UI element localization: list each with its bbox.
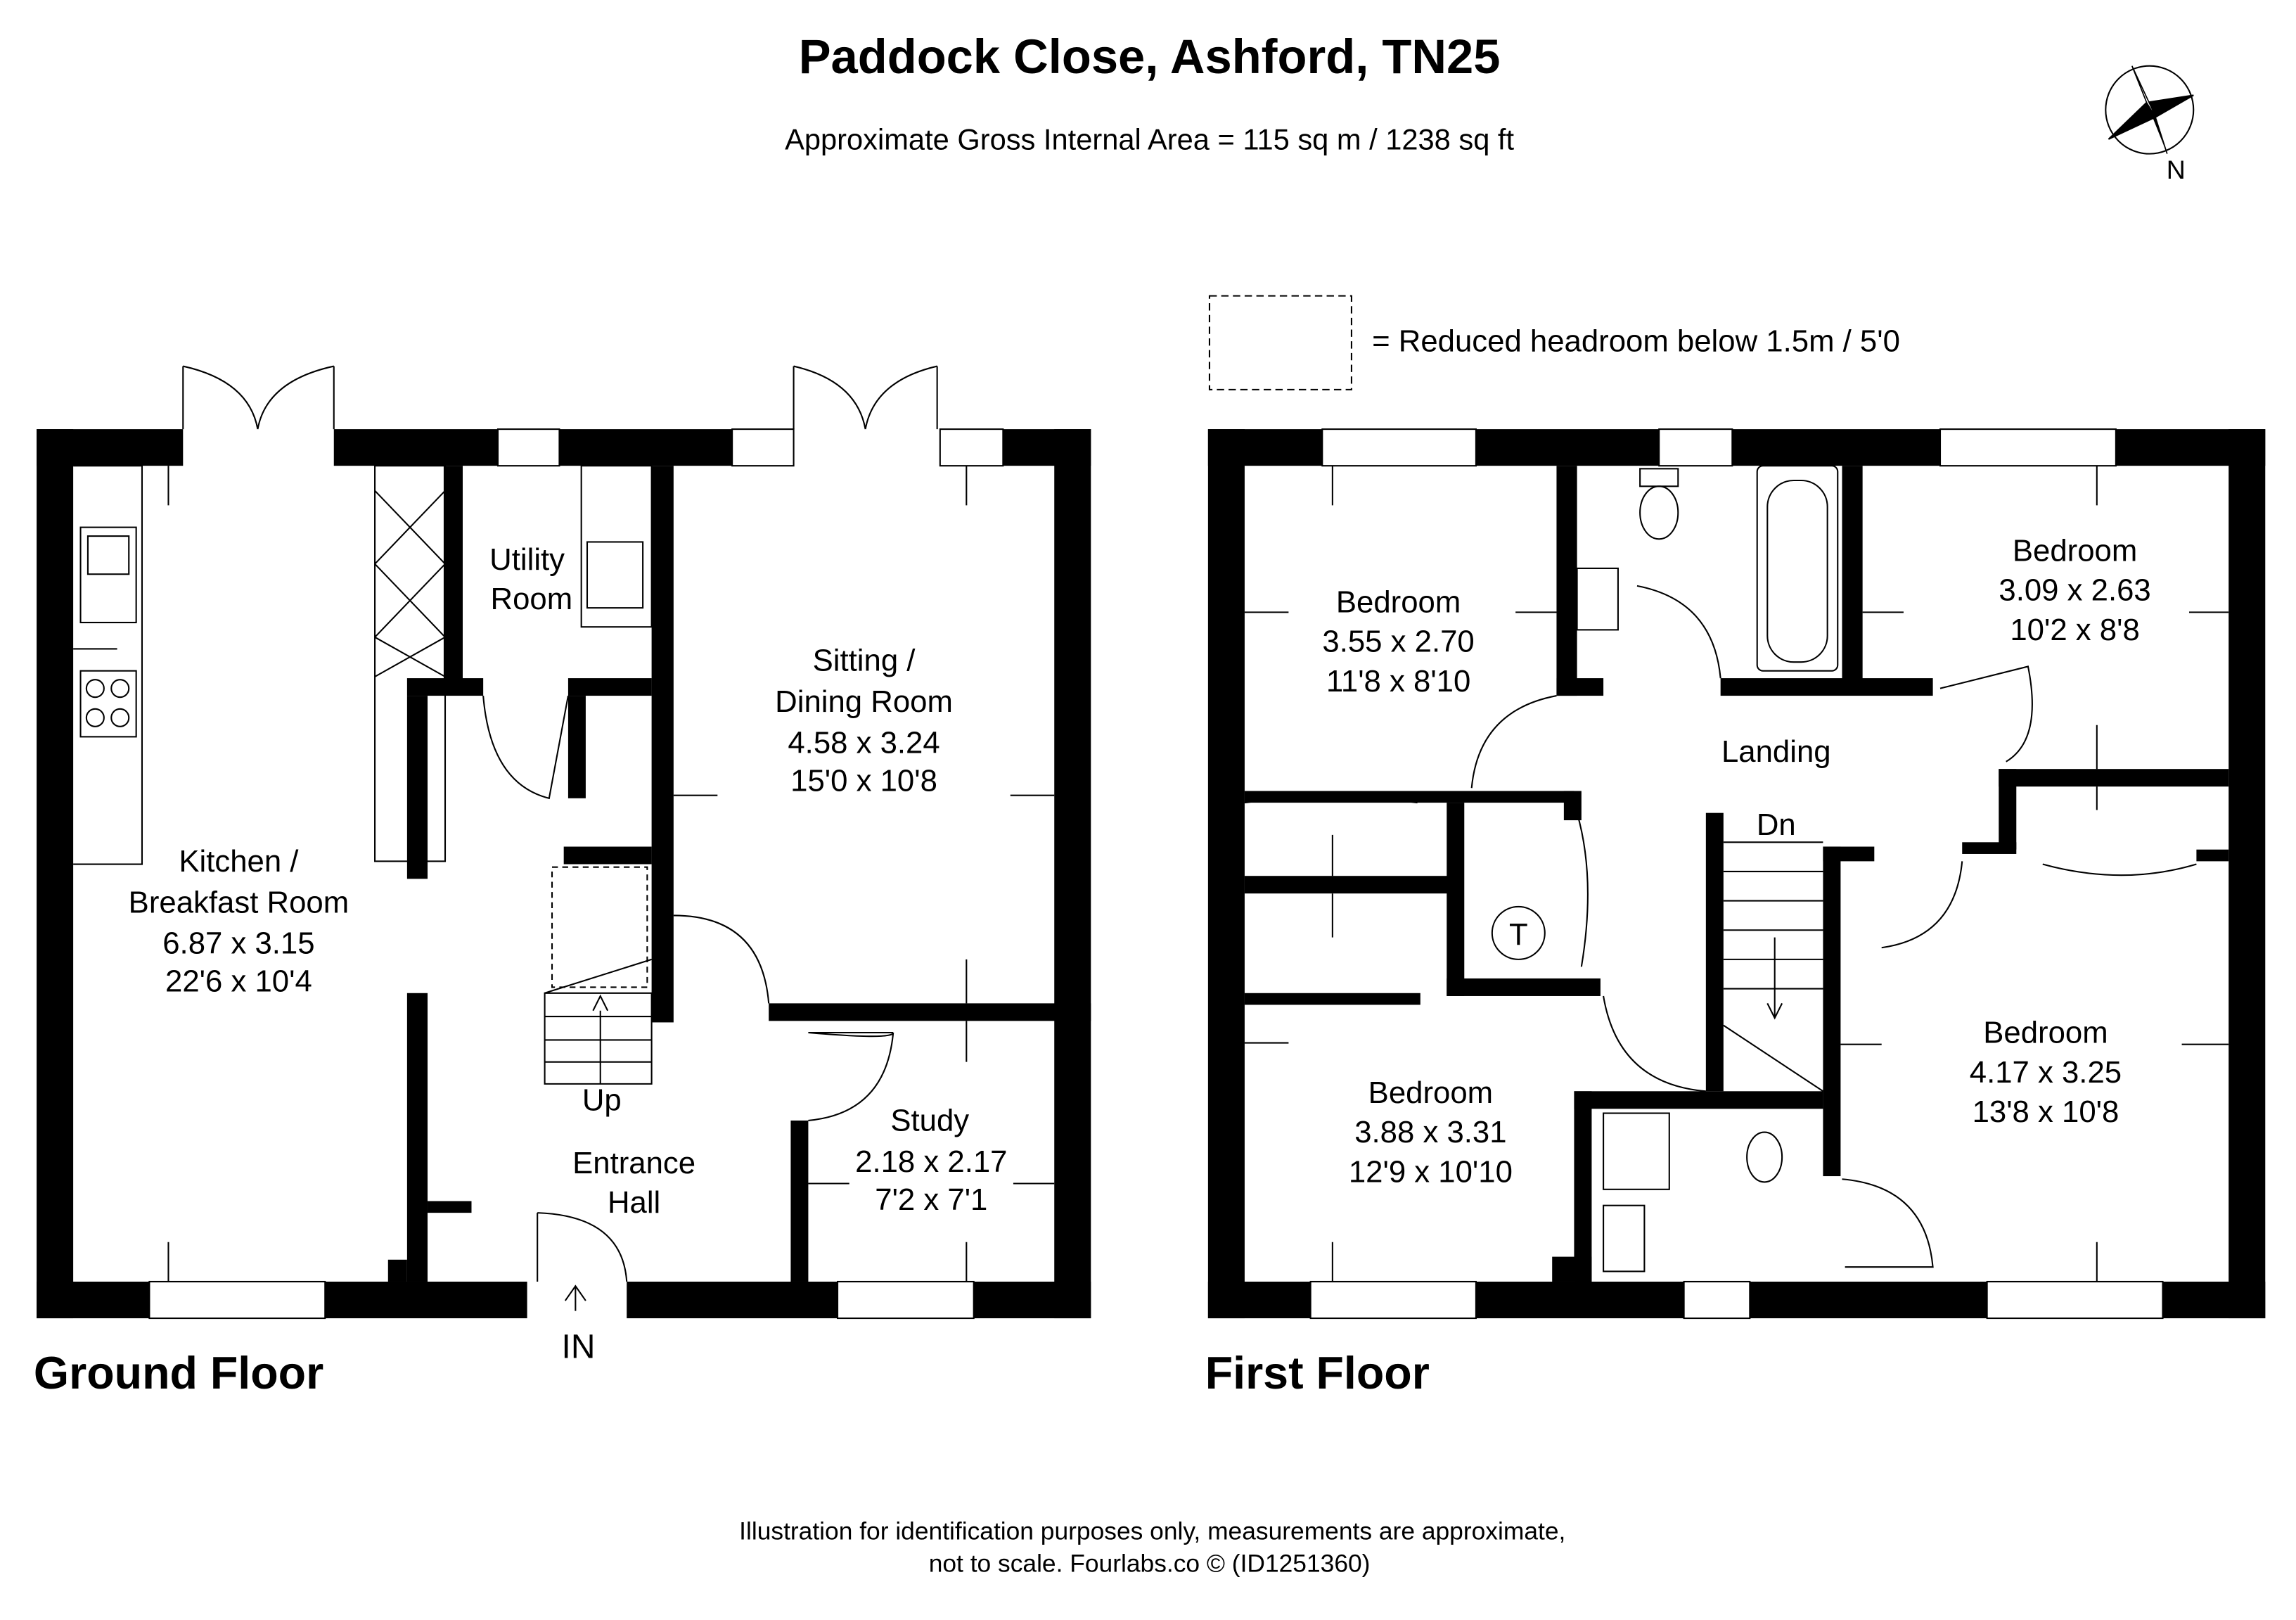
room-dims-bedroom-3-imperial: 12'9 x 10'10 [1349,1154,1513,1189]
first-floor-plan [1207,428,2266,1320]
compass-north-label: N [2167,155,2186,184]
room-name-bedroom-3: Bedroom [1368,1076,1493,1110]
room-dims-study-imperial: 7'2 x 7'1 [875,1182,987,1217]
stairs-down-label: Dn [1757,808,1796,842]
first-floor-label: First Floor [1205,1348,1430,1398]
room-name-hall-1: Entrance [572,1146,695,1180]
room-dims-sitting-metric: 4.58 x 3.24 [788,725,939,760]
room-name-bedroom-2: Bedroom [2013,534,2137,568]
ground-floor-plan [37,365,1091,1320]
tank-label: T [1509,917,1528,952]
room-dims-bedroom-4-metric: 4.17 x 3.25 [1970,1055,2122,1090]
room-name-utility-2: Room [491,582,573,616]
room-name-utility-1: Utility [489,542,565,577]
room-dims-bedroom-2-metric: 3.09 x 2.63 [1999,573,2150,608]
entrance-label: IN [562,1328,596,1365]
room-dims-kitchen-imperial: 22'6 x 10'4 [165,964,312,999]
room-name-landing: Landing [1721,734,1831,769]
room-dims-study-metric: 2.18 x 2.17 [855,1144,1007,1179]
room-name-study: Study [890,1104,969,1138]
room-dims-bedroom-1-metric: 3.55 x 2.70 [1322,625,1474,659]
room-dims-bedroom-4-imperial: 13'8 x 10'8 [1973,1095,2119,1129]
room-name-sitting-1: Sitting / [813,644,916,678]
room-name-hall-2: Hall [608,1185,660,1220]
room-name-bedroom-1: Bedroom [1336,585,1461,619]
room-name-kitchen-2: Breakfast Room [129,885,349,919]
reduced-headroom-swatch [1208,295,1352,390]
ground-floor-label: Ground Floor [34,1348,323,1398]
room-dims-sitting-imperial: 15'0 x 10'8 [790,763,937,798]
room-dims-bedroom-1-imperial: 11'8 x 8'10 [1326,664,1471,699]
room-dims-bedroom-3-metric: 3.88 x 3.31 [1354,1115,1506,1149]
legend-text: = Reduced headroom below 1.5m / 5'0 [1372,324,1900,359]
room-dims-bedroom-2-imperial: 10'2 x 8'8 [2010,613,2139,647]
disclaimer-line-2: not to scale. Fourlabs.co © (ID1251360) [929,1550,1371,1577]
room-dims-kitchen-metric: 6.87 x 3.15 [162,926,314,961]
area-subtitle: Approximate Gross Internal Area = 115 sq… [785,122,1514,155]
stairs-up-label: Up [582,1083,622,1117]
room-name-kitchen-1: Kitchen / [179,844,299,879]
compass-icon: N [2105,65,2195,184]
room-name-sitting-2: Dining Room [775,684,953,719]
room-name-bedroom-4: Bedroom [1983,1016,2108,1050]
tank-icon [1491,905,1546,960]
disclaimer-line-1: Illustration for identification purposes… [739,1517,1565,1545]
page-title: Paddock Close, Ashford, TN25 [799,30,1501,84]
